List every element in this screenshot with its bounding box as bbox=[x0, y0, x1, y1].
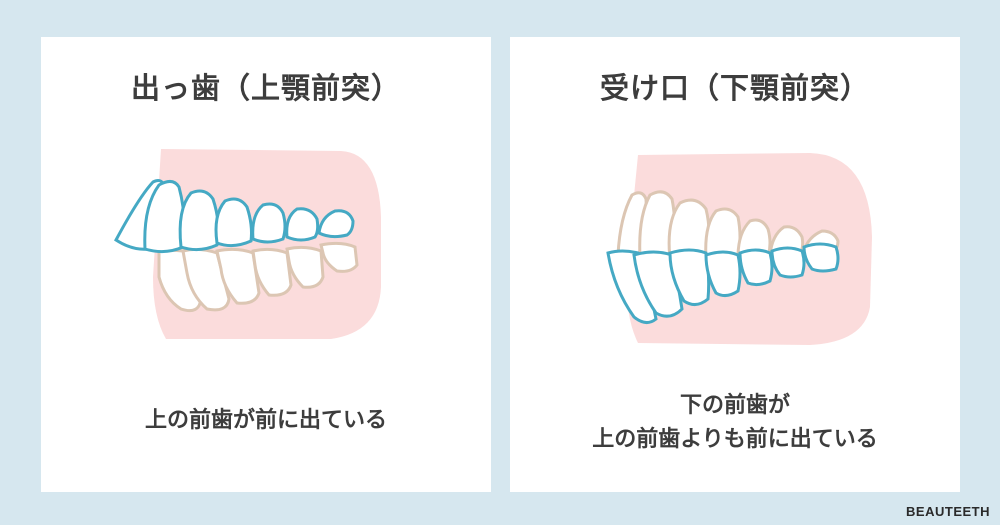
brand-logo: BEAUTEETH bbox=[906, 504, 990, 519]
upper-tooth bbox=[143, 180, 186, 254]
lower-tooth bbox=[770, 246, 806, 279]
upper-tooth bbox=[317, 209, 355, 239]
underbite-teeth-illustration bbox=[606, 153, 872, 345]
upper-tooth bbox=[285, 207, 320, 242]
lower-tooth bbox=[668, 248, 711, 306]
upper-tooth bbox=[214, 197, 253, 248]
panel-overbite: 出っ歯（上顎前突） 上の前歯が前に出ている bbox=[41, 37, 491, 492]
overbite-teeth-illustration bbox=[114, 149, 381, 339]
upper-tooth bbox=[178, 189, 220, 252]
lower-tooth bbox=[319, 241, 359, 273]
caption-line: 上の前歯よりも前に出ている bbox=[592, 427, 878, 452]
lower-tooth bbox=[802, 242, 840, 273]
panel-caption: 上の前歯が前に出ている bbox=[41, 404, 491, 438]
lower-tooth bbox=[704, 250, 742, 298]
lower-tooth bbox=[606, 249, 658, 324]
upper-tooth bbox=[251, 202, 287, 244]
panel-title: 受け口（下顎前突） bbox=[599, 71, 870, 105]
lower-tooth bbox=[285, 245, 325, 289]
caption-line: 下の前歯が bbox=[679, 393, 790, 418]
panel-title: 出っ歯（上顎前突） bbox=[130, 71, 401, 105]
caption-line: 上の前歯が前に出ている bbox=[144, 408, 387, 433]
lower-tooth bbox=[251, 247, 293, 297]
panel-underbite: 受け口（下顎前突） 下の前歯が 上の前歯よりも前に出ている bbox=[510, 37, 960, 492]
lower-tooth bbox=[738, 248, 774, 287]
lower-tooth bbox=[215, 247, 261, 305]
panel-caption: 下の前歯が 上の前歯よりも前に出ている bbox=[510, 389, 960, 457]
